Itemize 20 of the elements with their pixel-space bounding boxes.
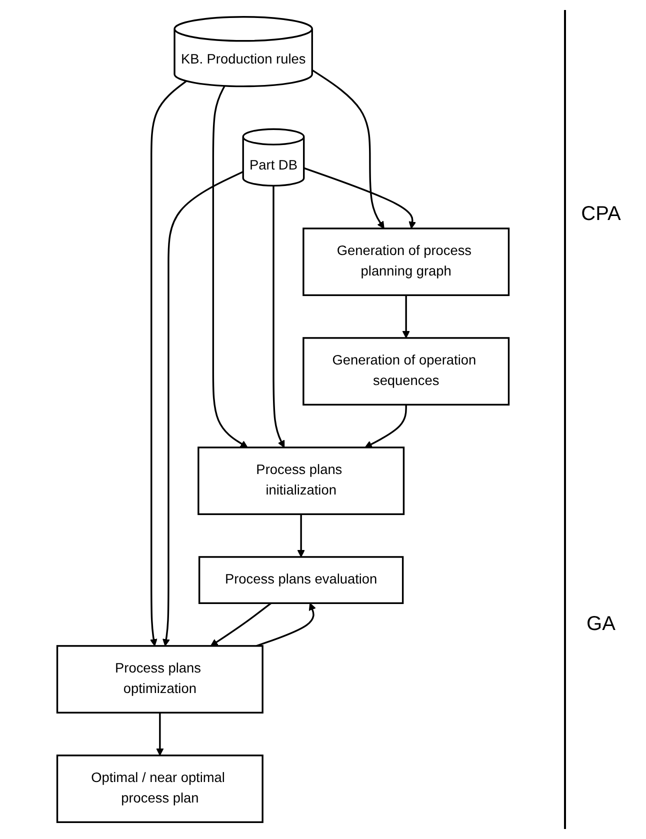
- arrow: [402, 295, 410, 338]
- arrow: [210, 602, 272, 646]
- node-box: Optimal / near optimal process plan: [56, 754, 264, 823]
- phase-label: GA: [586, 612, 616, 636]
- arrow: [150, 80, 187, 646]
- arrow: [297, 514, 305, 558]
- arrow: [256, 602, 316, 647]
- node-box: Process plans evaluation: [198, 556, 404, 604]
- arrow: [272, 186, 285, 448]
- arrow: [212, 85, 248, 448]
- arrow: [162, 170, 244, 646]
- arrow: [304, 167, 416, 229]
- node-box: Generation of operation sequences: [302, 337, 510, 406]
- node-box: Generation of process planning graph: [302, 228, 510, 296]
- node-box: Process plans initialization: [198, 446, 405, 516]
- arrow: [364, 404, 407, 448]
- node-box: Process plans optimization: [56, 645, 264, 714]
- phase-label: CPA: [581, 203, 621, 226]
- arrow: [156, 712, 164, 756]
- arrow: [312, 69, 384, 229]
